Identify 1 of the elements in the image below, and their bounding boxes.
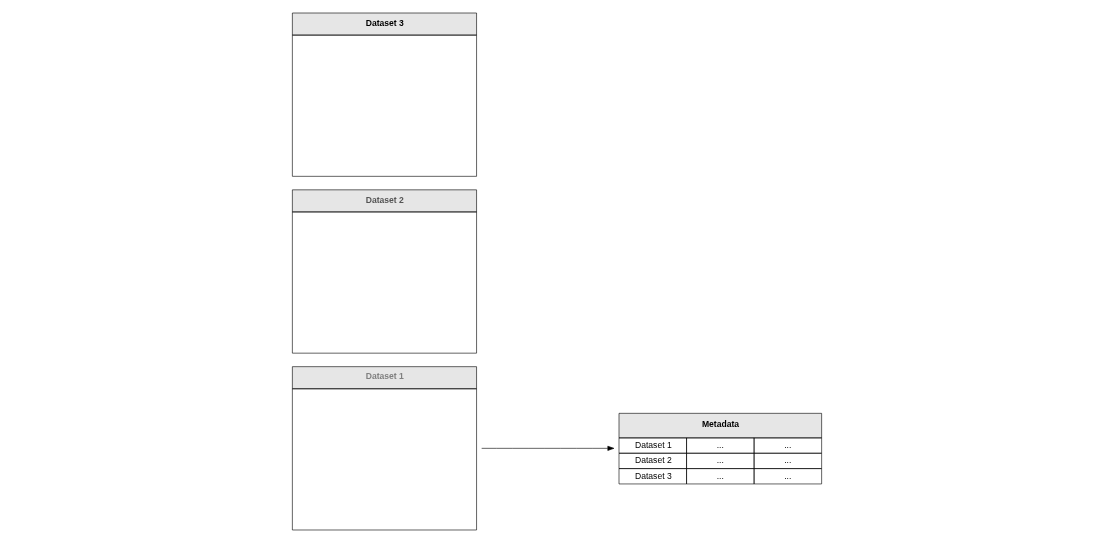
arrow [480,445,614,451]
